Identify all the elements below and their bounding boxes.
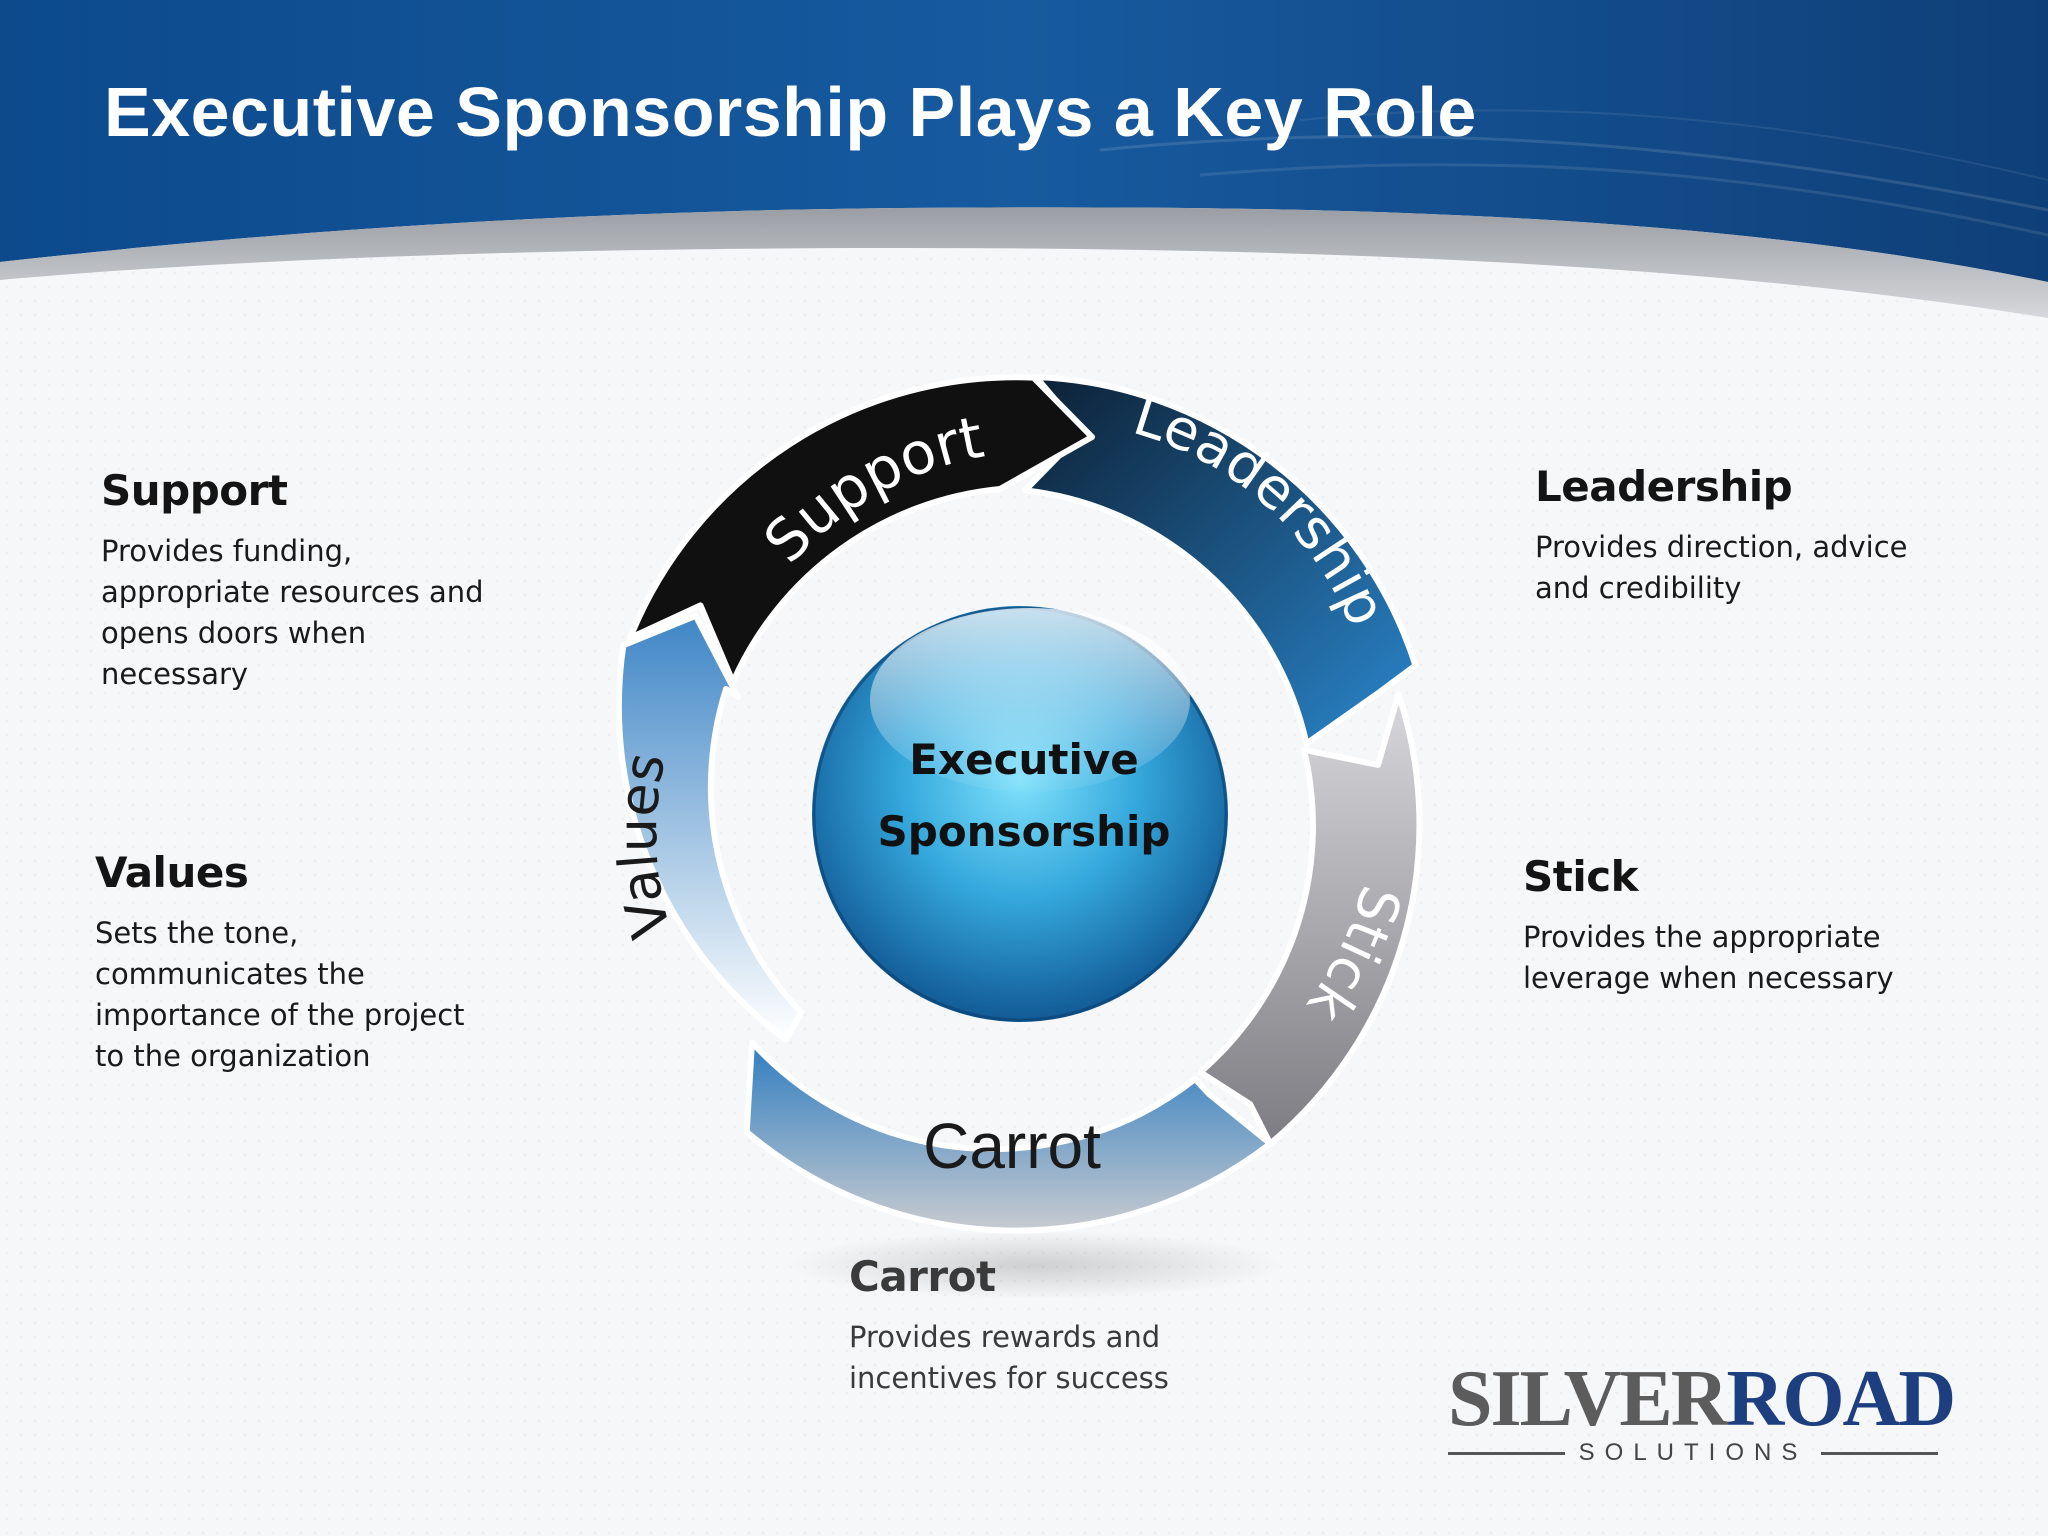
- cycle-segment-support: [627, 374, 1095, 685]
- description-text: Provides rewards and incentives for succ…: [849, 1320, 1169, 1395]
- center-orb: [812, 606, 1228, 1022]
- description-heading: Values: [95, 848, 249, 897]
- cycle-segment-leadership: [1022, 374, 1419, 747]
- description-support: Support Provides funding, appropriate re…: [101, 466, 521, 695]
- cycle-segment-carrot: [743, 1039, 1274, 1234]
- description-leadership: Leadership Provides direction, advice an…: [1535, 462, 1955, 609]
- description-text: Provides the appropriate leverage when n…: [1523, 920, 1894, 995]
- description-values: Values Sets the tone, communicates the i…: [95, 848, 515, 1077]
- cycle-segment-values: [615, 612, 805, 1043]
- description-heading: Support: [101, 466, 288, 515]
- description-text: Provides direction, advice and credibili…: [1535, 530, 1908, 605]
- segment-label-carrot: Carrot: [923, 1110, 1101, 1182]
- description-text: Provides funding, appropriate resources …: [101, 534, 484, 691]
- header-banner: [0, 0, 2048, 318]
- description-stick: Stick Provides the appropriate leverage …: [1523, 852, 1943, 999]
- logo-wordmark: SILVERROAD: [1448, 1355, 1956, 1443]
- description-heading: Leadership: [1535, 462, 1793, 511]
- center-label-line2: Sponsorship: [878, 807, 1171, 856]
- logo-subtitle: SOLUTIONS: [1448, 1436, 1939, 1470]
- description-heading: Stick: [1523, 852, 1639, 901]
- description-carrot: Carrot Provides rewards and incentives f…: [849, 1252, 1269, 1399]
- description-text: Sets the tone, communicates the importan…: [95, 916, 465, 1073]
- cycle-shadow: [785, 1231, 1285, 1299]
- description-heading: Carrot: [849, 1252, 996, 1301]
- silverroad-logo: SILVERROAD SOLUTIONS: [1448, 1355, 1956, 1470]
- center-label-line1: Executive: [909, 735, 1138, 784]
- page-title: Executive Sponsorship Plays a Key Role: [104, 73, 1477, 151]
